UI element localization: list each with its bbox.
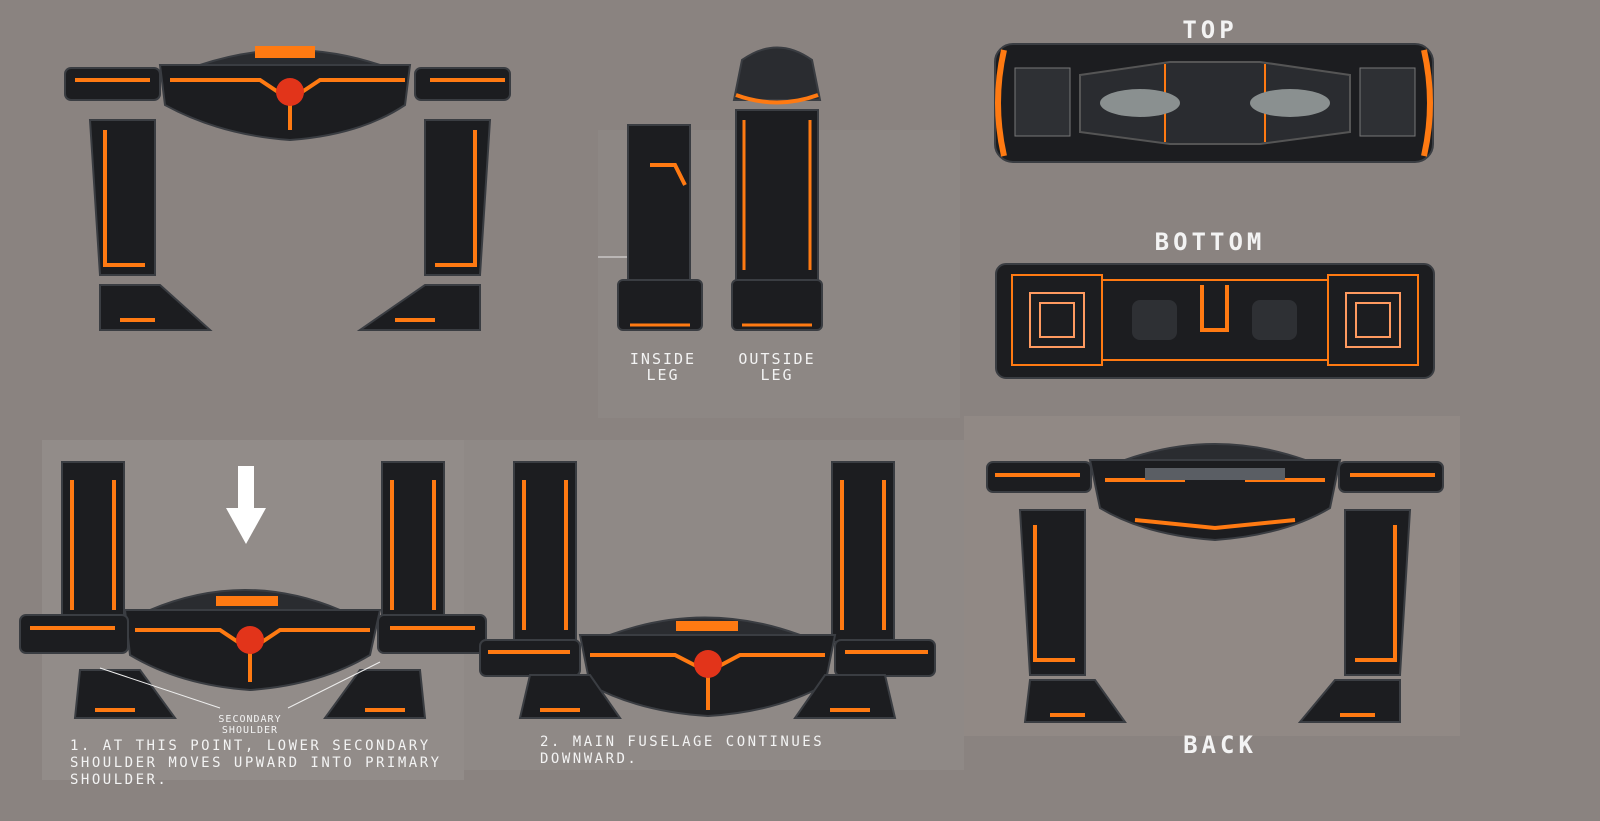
inside-leg-label: INSIDE LEG [629,350,697,384]
secondary-shoulder-label: SECONDARY SHOULDER [218,714,282,736]
bottom-view-drawing [995,263,1435,379]
step2-note: 2. MAIN FUSELAGE CONTINUES DOWNWARD. [540,734,825,767]
top-view-label: TOP [1182,16,1238,44]
inside-leg-drawing [598,124,703,331]
outside-leg-drawing [731,46,823,331]
bottom-view-label: BOTTOM [1154,228,1266,256]
top-view-drawing [994,43,1434,163]
front-view-drawing [64,46,511,331]
outside-leg-label: OUTSIDE LEG [738,350,816,384]
back-view-label: BACK [1183,731,1257,759]
step2-drawing [479,461,936,719]
down-arrow-icon [226,466,266,544]
back-view-drawing [986,443,1444,723]
step1-note: 1. AT THIS POINT, LOWER SECONDARY SHOULD… [70,738,442,788]
step1-drawing [19,461,487,719]
